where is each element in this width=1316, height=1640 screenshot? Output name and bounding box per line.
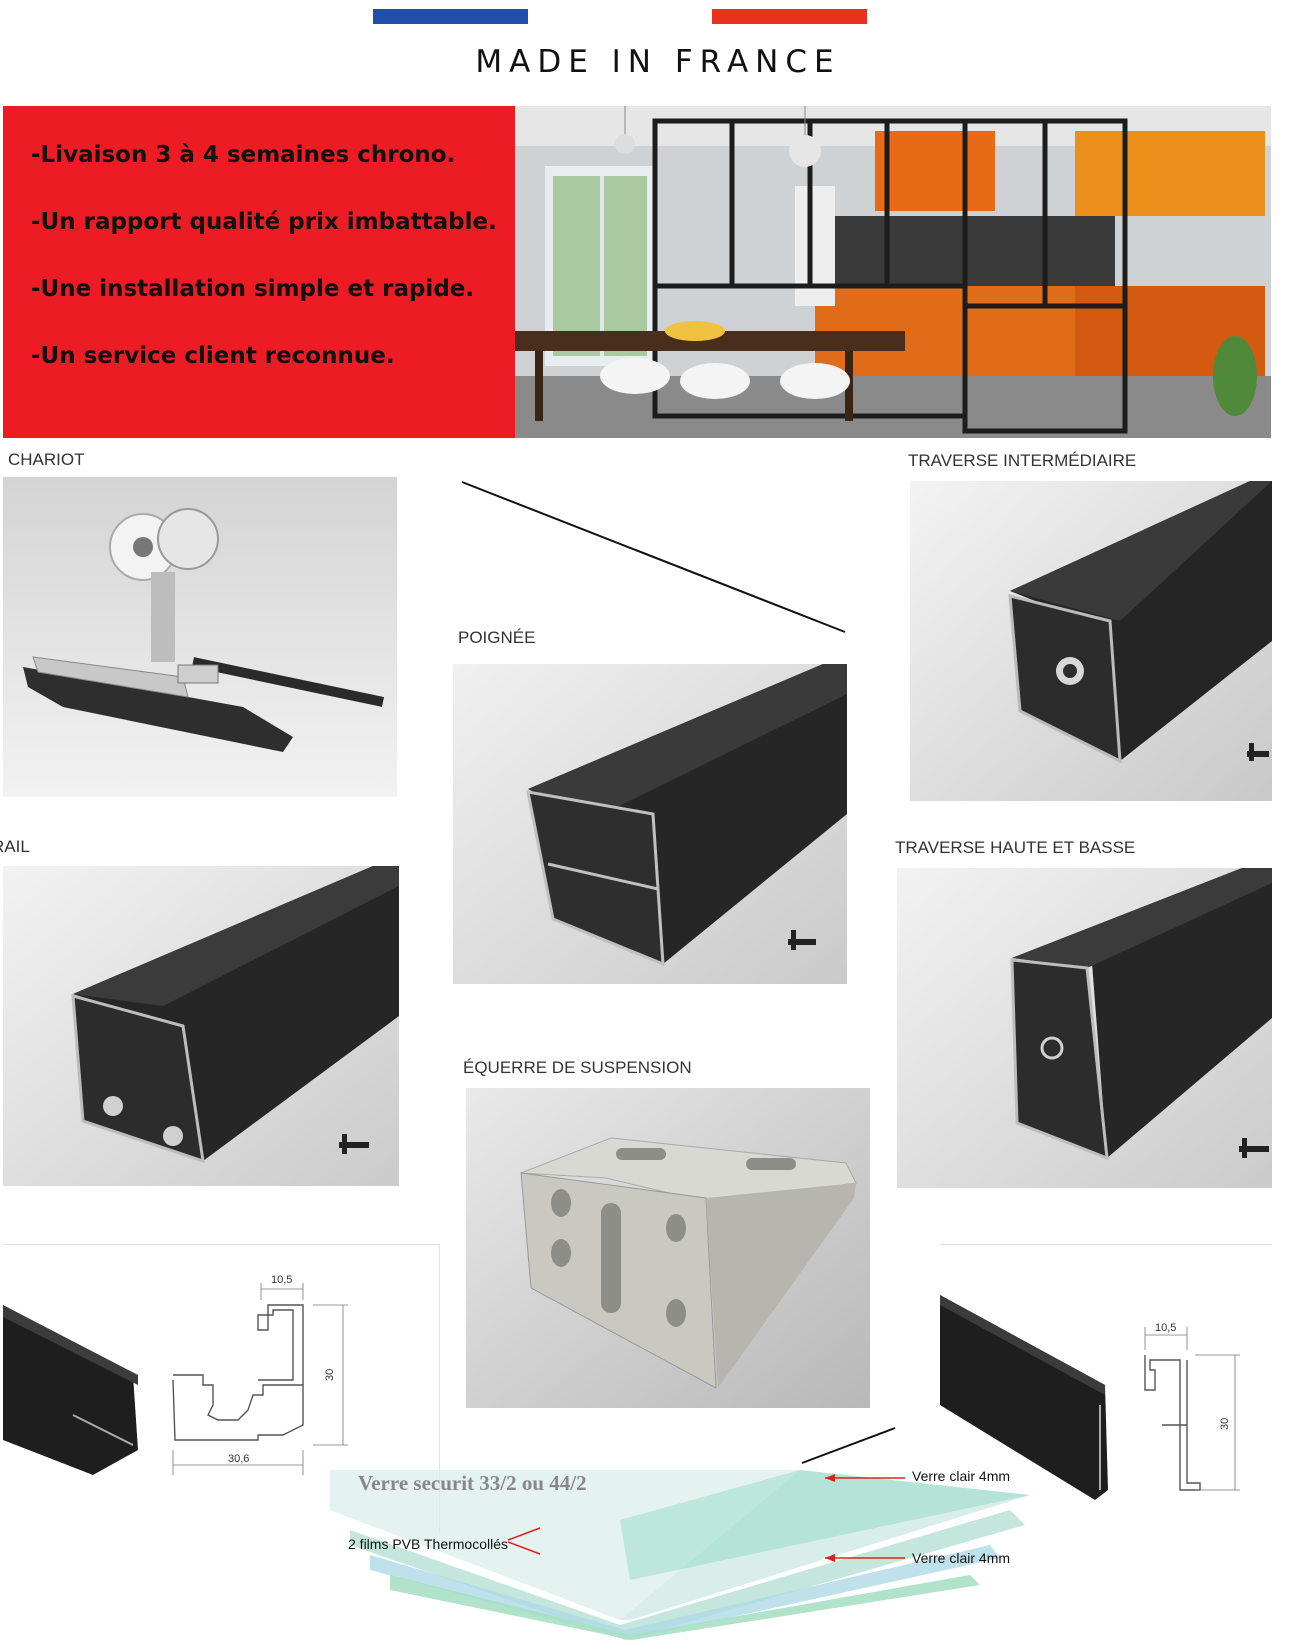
caliper-icon [788,930,816,950]
flag-white-bar [528,9,712,24]
caliper-icon [339,1134,369,1154]
kitchen-photo [515,106,1271,438]
dim-side-right: 30 [1219,1418,1231,1430]
dim-top-right: 10,5 [1155,1322,1176,1334]
promo-panel: -Livaison 3 à 4 semaines chrono. -Un rap… [3,106,515,438]
glass-pvb-label: 2 films PVB Thermocollés [348,1536,509,1552]
glass-bottom-layer-label: Verre clair 4mm [912,1550,1011,1566]
promo-item-install: -Une installation simple et rapide. [31,276,475,302]
glass-title: Verre securit 33/2 ou 44/2 [358,1471,587,1495]
dim-bottom-left: 30,6 [228,1453,249,1465]
rail-image [3,866,399,1186]
chariot-image [3,477,397,797]
right-profile-drawing: 10,5 30 [940,1244,1272,1532]
promo-item-delivery: -Livaison 3 à 4 semaines chrono. [31,142,456,168]
caliper-icon [1239,1138,1269,1158]
label-rail: RAIL [0,837,30,856]
flag-red-bar [712,9,867,24]
poignee-image [453,664,847,984]
label-equerre-suspension: ÉQUERRE DE SUSPENSION [463,1058,692,1077]
traverse-intermediaire-image [910,481,1272,801]
glass-layers-diagram [330,1450,1050,1640]
label-poignee: POIGNÉE [458,628,536,647]
label-traverse-haute-basse: TRAVERSE HAUTE ET BASSE [895,838,1136,857]
caliper-icon [1247,743,1269,761]
equerre-suspension-image [466,1088,870,1408]
promo-item-service: -Un service client reconnue. [31,343,395,369]
divider-line-bottom [801,1427,896,1464]
label-traverse-intermediaire: TRAVERSE INTERMÉDIAIRE [908,451,1137,470]
traverse-haute-basse-image [897,868,1272,1188]
divider-line [461,481,846,633]
dim-side-left: 30 [324,1369,336,1381]
glass-top-layer-label: Verre clair 4mm [912,1468,1011,1484]
dim-top-left: 10,5 [271,1274,292,1286]
promo-item-value: -Un rapport qualité prix imbattable. [31,209,497,235]
flag-blue-bar [373,9,528,24]
made-in-france-title: MADE IN FRANCE [475,44,841,80]
left-profile-drawing: 10,5 30 30,6 [3,1244,440,1532]
label-chariot: CHARIOT [8,450,85,469]
